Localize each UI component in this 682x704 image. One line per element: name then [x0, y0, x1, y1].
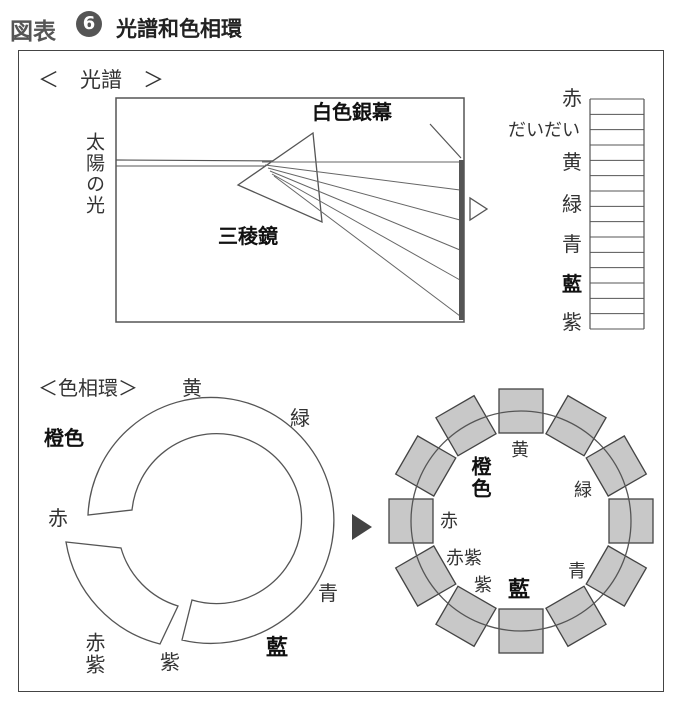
ring-label-yellow: 黄: [511, 440, 529, 461]
wheel-label-blue: 青: [318, 581, 338, 605]
arrow-right-icon: [352, 514, 372, 540]
prism-label: 三稜鏡: [218, 224, 278, 248]
figure-frame: [18, 50, 664, 692]
band-yellow: 黄: [562, 150, 582, 174]
white-screen: [459, 160, 464, 320]
band-purple: 紫: [562, 310, 582, 334]
wheel-label-indigo: 藍: [266, 636, 289, 661]
spectrum-heading: ＜ 光譜 ＞: [38, 68, 164, 92]
band-blue: 青: [562, 232, 582, 256]
dispersed-rays: [262, 161, 461, 317]
ring-label-indigo: 藍: [508, 578, 531, 603]
ring-label-purple: 紫: [474, 575, 492, 596]
band-indigo: 藍: [562, 272, 582, 296]
ring-label-orange: 橙色: [468, 456, 492, 500]
screen-pointer: [429, 123, 462, 159]
figure-label: 図表: [10, 19, 56, 45]
figure-number-badge: 6: [76, 11, 102, 37]
wheel-label-red-purple: 赤紫: [82, 632, 106, 676]
sunlight-label: 太陽の光: [83, 132, 105, 216]
spectrum-ladder: [589, 99, 645, 329]
screen-label: 白色銀幕: [312, 100, 392, 124]
hue-wheel-segment: [65, 541, 179, 645]
ring-label-green: 緑: [574, 480, 592, 501]
hue-wheel: [87, 396, 335, 645]
band-green: 緑: [562, 192, 582, 216]
spectrum-ladder-rungs: [590, 98, 644, 330]
wheel-label-orange: 橙色: [44, 426, 84, 450]
wheel-label-yellow: 黄: [182, 376, 202, 400]
wheel-label-red: 赤: [48, 506, 68, 530]
figure-title: 光譜和色相環: [116, 17, 242, 41]
band-orange: だいだい: [508, 120, 580, 141]
ring-label-blue: 青: [568, 561, 586, 582]
wheel-label-green: 緑: [290, 406, 310, 430]
ring-label-red-purple: 赤紫: [446, 548, 482, 569]
band-red: 赤: [562, 86, 582, 110]
title-bar: 図表 6 光譜和色相環: [6, 6, 426, 45]
arrow-right-icon: [469, 196, 489, 222]
prism: [236, 131, 323, 224]
wheel-label-purple: 紫: [160, 650, 180, 674]
hue-ring-squares: [388, 388, 654, 654]
ring-label-red: 赤: [440, 511, 458, 532]
spectrum-box: [115, 97, 465, 323]
sunlight-beam: [115, 159, 291, 162]
wheel-heading: ＜色相環＞: [38, 376, 138, 400]
hue-ring-circle: [410, 410, 632, 632]
